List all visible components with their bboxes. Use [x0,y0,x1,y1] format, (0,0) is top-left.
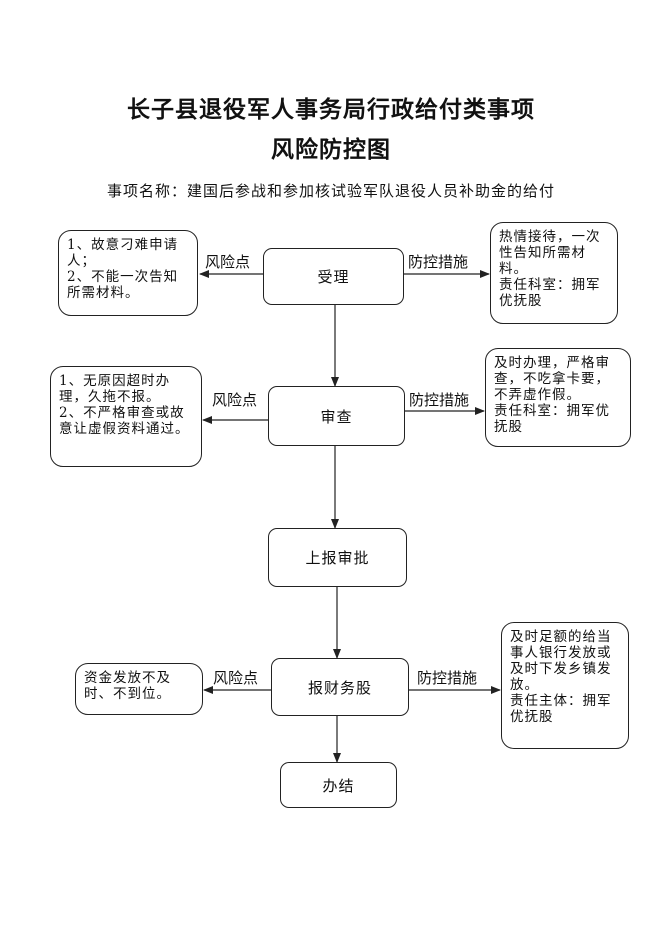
step-finish-label: 办结 [322,776,355,795]
step-report: 上报审批 [268,528,407,587]
risk-label-accept: 风险点 [205,253,251,271]
step-review: 审查 [268,386,405,446]
page-title: 长子县退役军人事务局行政给付类事项 [127,97,535,123]
control-label-finance: 防控措施 [417,669,478,687]
control-note-accept: 热情接待，一次性告知所需材料。 责任科室：拥军优抚股 [490,222,618,324]
control-label-accept: 防控措施 [408,253,469,271]
step-accept-label: 受理 [317,268,350,286]
step-finish: 办结 [280,762,397,808]
control-note-finance: 及时足额的给当事人银行发放或及时下发乡镇发放。 责任主体：拥军优抚股 [501,622,629,749]
step-finance: 报财务股 [271,658,409,716]
step-report-label: 上报审批 [305,549,370,567]
risk-note-review: 1、无原因超时办理，久拖不报。 2、不严格审查或故意让虚假资料通过。 [50,366,202,467]
step-accept: 受理 [263,248,404,305]
step-review-label: 审查 [320,407,353,426]
risk-label-review: 风险点 [212,391,258,409]
control-label-review: 防控措施 [409,391,470,409]
control-note-review: 及时办理，严格审查，不吃拿卡要，不弄虚作假。 责任科室：拥军优抚股 [485,348,631,447]
risk-note-finance: 资金发放不及时、不到位。 [75,663,203,715]
step-finance-label: 报财务股 [307,678,372,697]
page-title-line2: 风险防控图 [271,137,391,163]
risk-note-accept: 1、故意刁难申请人； 2、不能一次告知所需材料。 [58,230,198,316]
risk-label-finance: 风险点 [213,669,259,687]
item-name: 事项名称：建国后参战和参加核试验军队退役人员补助金的给付 [106,182,555,200]
